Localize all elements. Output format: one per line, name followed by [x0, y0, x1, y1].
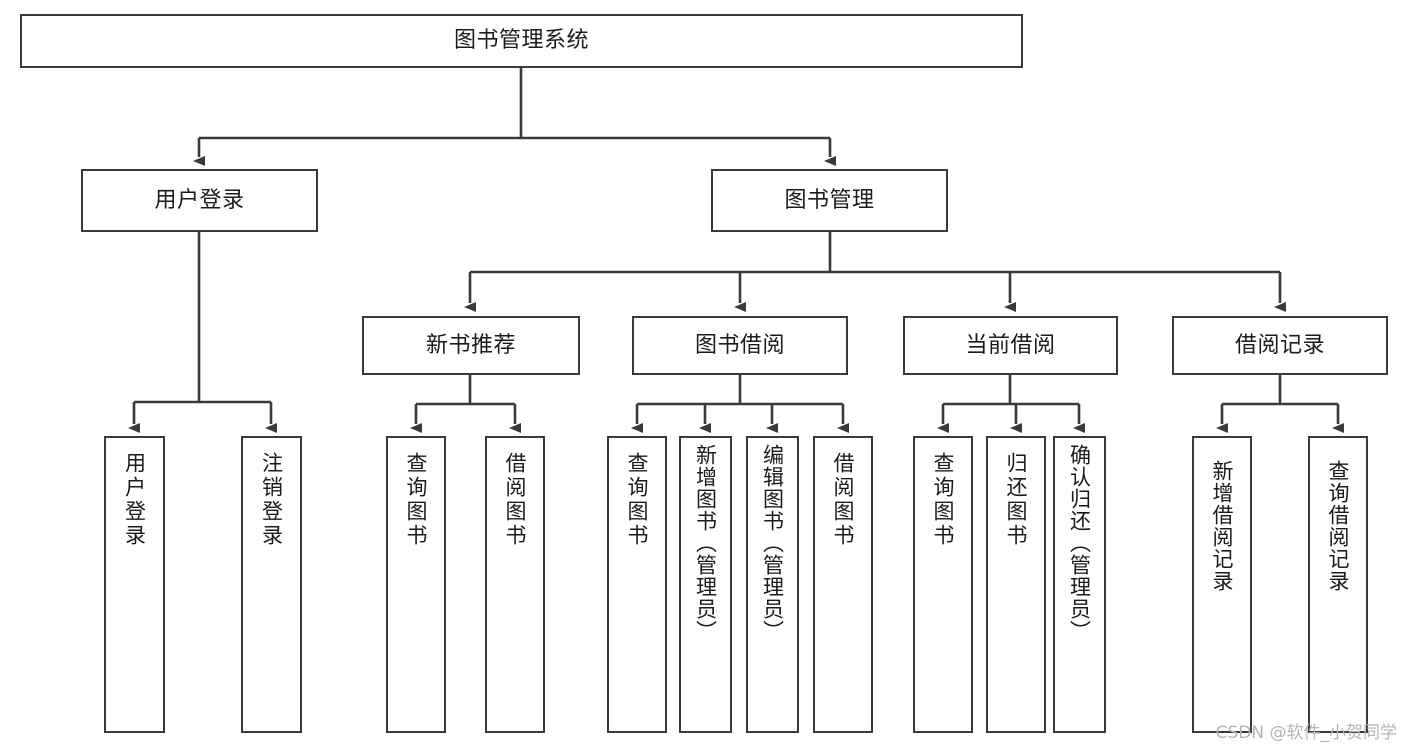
node-leaf-return-book-label: 归还图书	[1004, 452, 1029, 548]
node-user-login[interactable]: 用户登录	[81, 169, 318, 232]
node-leaf-borrow-book-1[interactable]: 借阅图书	[485, 436, 545, 733]
node-book-manage[interactable]: 图书管理	[711, 169, 948, 232]
node-leaf-query-book-1[interactable]: 查询图书	[386, 436, 446, 733]
node-leaf-edit-book[interactable]: 编辑图书（管理员）	[746, 436, 799, 733]
node-new-book-rec-label: 新书推荐	[425, 332, 516, 358]
node-leaf-query-record[interactable]: 查询借阅记录	[1308, 436, 1368, 733]
node-leaf-query-book-3[interactable]: 查询图书	[913, 436, 973, 733]
node-leaf-query-book-2[interactable]: 查询图书	[607, 436, 667, 733]
node-leaf-query-book-3-label: 查询图书	[931, 452, 956, 548]
node-new-book-rec[interactable]: 新书推荐	[362, 316, 580, 375]
node-leaf-add-record-label: 新增借阅记录	[1210, 460, 1235, 592]
node-leaf-user-login-label: 用户登录	[122, 452, 147, 548]
node-leaf-user-login[interactable]: 用户登录	[104, 436, 165, 733]
node-leaf-edit-book-label: 编辑图书（管理员）	[760, 444, 785, 642]
node-leaf-borrow-book-1-label: 借阅图书	[503, 452, 528, 548]
node-leaf-borrow-book-2-label: 借阅图书	[831, 452, 856, 548]
node-leaf-query-book-1-label: 查询图书	[404, 452, 429, 548]
node-leaf-add-book-label: 新增图书（管理员）	[693, 444, 718, 642]
node-current-borrow[interactable]: 当前借阅	[903, 316, 1118, 375]
csdn-watermark: CSDN @软件_小贺同学	[1215, 723, 1397, 743]
node-leaf-query-record-label: 查询借阅记录	[1326, 460, 1351, 592]
node-leaf-borrow-book-2[interactable]: 借阅图书	[813, 436, 873, 733]
node-leaf-confirm-return[interactable]: 确认归还（管理员）	[1053, 436, 1106, 733]
node-user-login-label: 用户登录	[154, 187, 245, 213]
node-leaf-add-book[interactable]: 新增图书（管理员）	[679, 436, 732, 733]
node-current-borrow-label: 当前借阅	[965, 332, 1056, 358]
node-borrow-record[interactable]: 借阅记录	[1172, 316, 1388, 375]
node-leaf-user-logout[interactable]: 注销登录	[241, 436, 302, 733]
node-leaf-query-book-2-label: 查询图书	[625, 452, 650, 548]
node-root[interactable]: 图书管理系统	[20, 14, 1023, 68]
node-leaf-add-record[interactable]: 新增借阅记录	[1192, 436, 1252, 733]
node-book-borrow-label: 图书借阅	[694, 332, 785, 358]
node-leaf-confirm-return-label: 确认归还（管理员）	[1067, 444, 1092, 642]
node-borrow-record-label: 借阅记录	[1234, 332, 1325, 358]
node-leaf-user-logout-label: 注销登录	[259, 452, 284, 548]
node-book-manage-label: 图书管理	[784, 187, 875, 213]
node-leaf-return-book[interactable]: 归还图书	[986, 436, 1046, 733]
node-book-borrow[interactable]: 图书借阅	[632, 316, 848, 375]
node-root-label: 图书管理系统	[453, 28, 589, 54]
